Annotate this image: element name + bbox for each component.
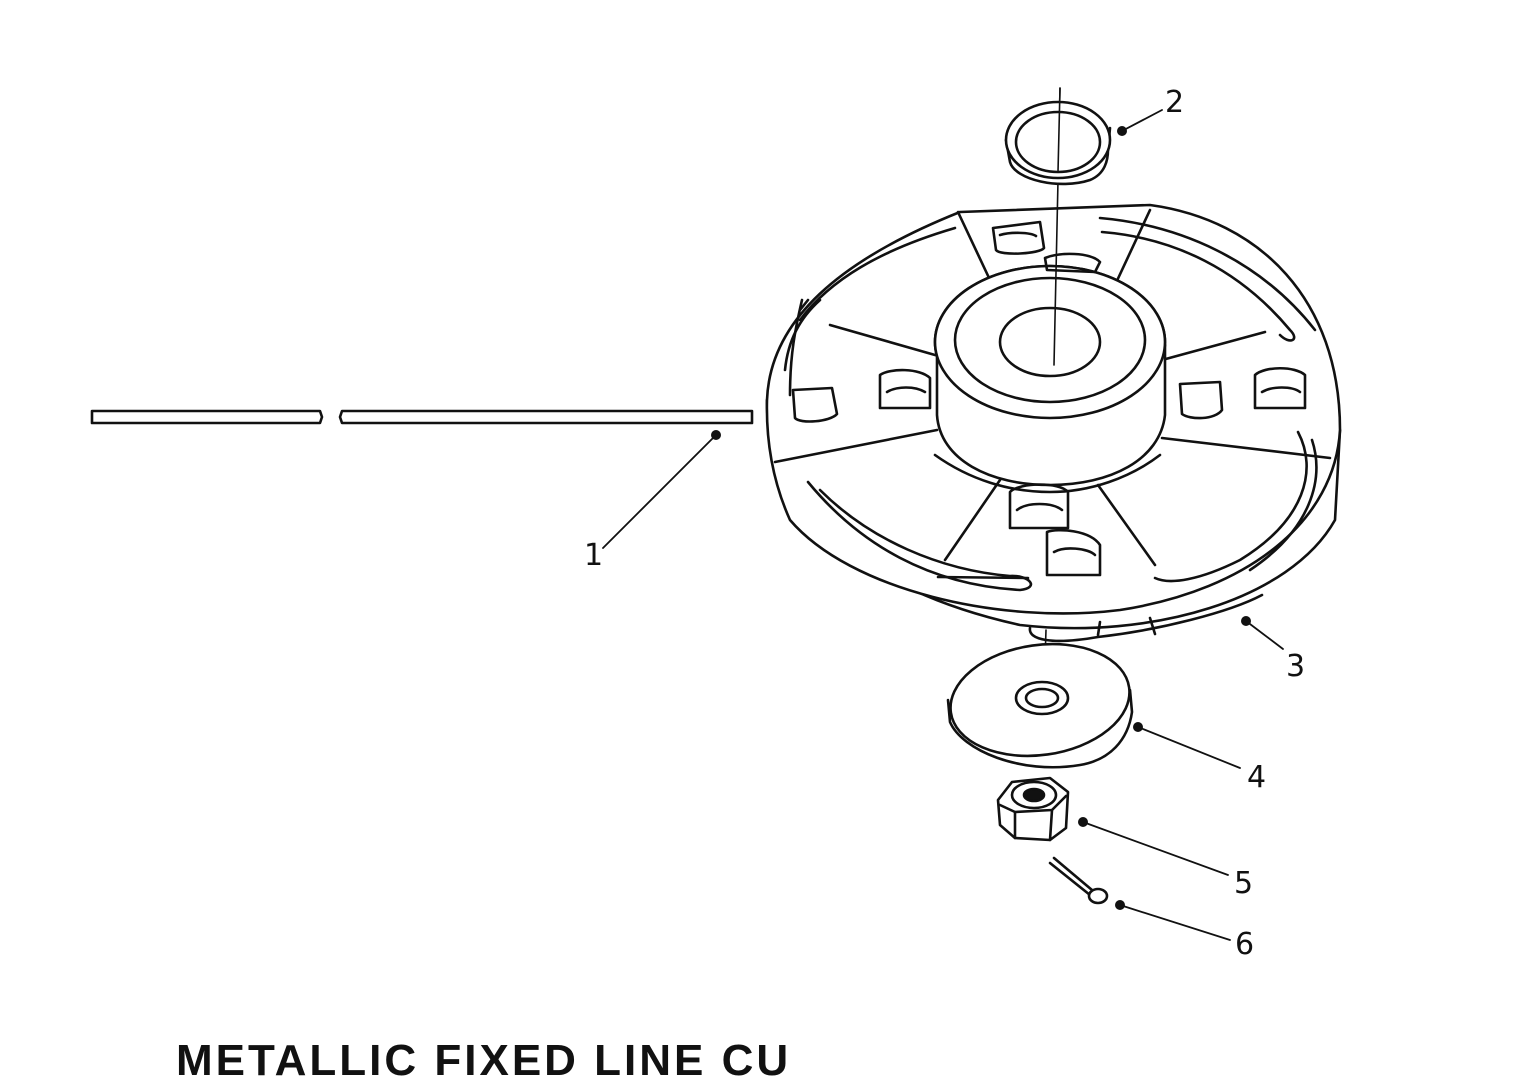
cotter-pin-part bbox=[1048, 856, 1109, 905]
callout-5-dot bbox=[1078, 817, 1088, 827]
callout-2-label: 2 bbox=[1165, 85, 1184, 120]
caption-partial: METALLIC FIXED LINE CU bbox=[176, 1036, 792, 1085]
nut-part bbox=[996, 776, 1070, 842]
callout-5-label: 5 bbox=[1234, 866, 1253, 901]
bushing-ring-part bbox=[1004, 87, 1112, 186]
callout-3-dot bbox=[1241, 616, 1251, 626]
cutting-head-part bbox=[765, 203, 1342, 643]
callout-4-dot bbox=[1133, 722, 1143, 732]
callout-1-label: 1 bbox=[584, 538, 603, 573]
leader-lines bbox=[602, 109, 1284, 941]
callout-6-label: 6 bbox=[1235, 927, 1254, 962]
callout-4-label: 4 bbox=[1247, 760, 1266, 795]
leader-dots bbox=[711, 126, 1251, 910]
callout-1-dot bbox=[711, 430, 721, 440]
callout-3-label: 3 bbox=[1286, 649, 1305, 684]
callout-6-dot bbox=[1115, 900, 1125, 910]
washer-part bbox=[946, 642, 1134, 769]
callout-2-dot bbox=[1117, 126, 1127, 136]
cutting-line-part bbox=[90, 409, 754, 425]
exploded-parts-diagram: 1 2 3 4 5 6 bbox=[90, 85, 1342, 962]
